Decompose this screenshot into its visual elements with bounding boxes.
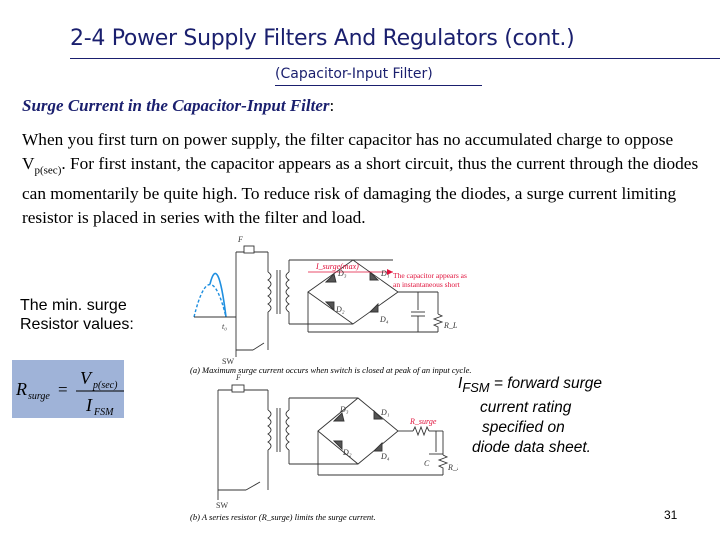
section-heading-colon: : [329, 96, 335, 115]
fuse-b [231, 384, 245, 393]
ifsm-note: IFSM = forward surge current rating spec… [458, 374, 602, 458]
transformer-primary-b [267, 409, 272, 451]
slide-subtitle: (Capacitor-Input Filter) [275, 66, 433, 82]
body-paragraph: When you first turn on power supply, the… [22, 128, 712, 230]
label-f-a: F [237, 235, 243, 244]
label-d2-a: D₂ [335, 305, 345, 314]
switch-a [252, 342, 265, 351]
label-f-b: F [235, 373, 241, 382]
circuit-a-caption: (a) Maximum surge current occurs when sw… [190, 365, 472, 375]
annotation-line2: an instantaneous short [393, 280, 461, 289]
ifsm-line1-rest: = forward surge [489, 375, 602, 392]
transformer-primary-a [267, 271, 272, 313]
ifsm-symbol: I [458, 375, 463, 392]
diode-d3-a [324, 273, 337, 283]
surge-resistor [412, 425, 430, 437]
ifsm-line2: current rating [480, 399, 572, 417]
label-rsurge: R_surge [409, 417, 437, 426]
formula-denominator: I [85, 395, 93, 415]
min-surge-line2: Resistor values: [20, 316, 134, 333]
ifsm-line1: IFSM = forward surge [458, 374, 602, 398]
switch-b [245, 481, 261, 491]
label-d3-b: D₃ [339, 405, 349, 414]
annotation-line1: The capacitor appears as [393, 271, 467, 280]
sine-wave-peak [209, 272, 227, 318]
subtitle-underline [275, 85, 482, 86]
formula-denominator-sub: FSM [93, 407, 114, 418]
label-rl-a: R_L [443, 321, 458, 330]
ifsm-line4: diode data sheet. [472, 439, 591, 457]
diode-d3-b [332, 412, 345, 422]
diode-d1-b [373, 409, 384, 420]
label-d4-b: D₄ [380, 452, 390, 461]
formula-equals: = [58, 380, 68, 399]
circuit-diagram-a: F t₀ SW I_surge(max) D₁ D₂ D₃ D₄ R_L The… [193, 235, 467, 366]
min-surge-label: The min. surge Resistor values: [20, 296, 134, 334]
load-resistor-a [432, 313, 444, 332]
label-d4-a: D₄ [379, 315, 389, 324]
label-d3-a: D₃ [337, 269, 347, 278]
label-d2-b: D₂ [342, 448, 352, 457]
label-sw-a: SW [222, 357, 234, 366]
surge-formula: R surge = V p(sec) I FSM [12, 360, 124, 418]
label-t0-a: t₀ [222, 322, 227, 331]
circuit-diagram-b: F SW D₁ D₂ D₃ D₄ R_surge C R_L [216, 373, 458, 510]
diode-d2-a [324, 301, 335, 312]
surge-formula-graphic: R surge = V p(sec) I FSM [15, 368, 124, 418]
ifsm-line3: specified on [482, 419, 565, 437]
page-number: 31 [664, 508, 678, 522]
diode-d2-b [332, 440, 343, 451]
label-d1-a: D₁ [380, 269, 390, 278]
formula-numerator-sub: p(sec) [92, 380, 118, 391]
label-sw-b: SW [216, 501, 228, 510]
paragraph-part1: When you first turn on power supply, the… [22, 130, 674, 173]
label-isurge-a: I_surge(max) [315, 262, 359, 271]
load-resistor-b [437, 454, 449, 475]
transformer-secondary-a [285, 271, 290, 313]
section-heading: Surge Current in the Capacitor-Input Fil… [22, 96, 334, 116]
label-d1-b: D₁ [380, 408, 390, 417]
sine-wave-dashed [193, 283, 227, 318]
formula-numerator: V [80, 368, 93, 388]
formula-lhs: R [15, 379, 27, 399]
paragraph-part2: . For first instant, the capacitor appea… [22, 154, 699, 228]
fuse-a [243, 245, 255, 254]
ifsm-subscript: FSM [462, 380, 490, 396]
label-c-b: C [424, 459, 430, 468]
min-surge-line1: The min. surge [20, 297, 127, 314]
section-heading-text: Surge Current in the Capacitor-Input Fil… [22, 96, 330, 115]
paragraph-subscript: p(sec) [34, 164, 62, 177]
circuit-b-caption: (b) A series resistor (R_surge) limits t… [190, 512, 376, 522]
label-rl-b: R_L [447, 463, 458, 472]
slide-title: 2-4 Power Supply Filters And Regulators … [70, 26, 575, 51]
formula-lhs-sub: surge [28, 391, 50, 402]
title-underline [70, 58, 720, 59]
diode-d1-a [369, 270, 380, 281]
transformer-secondary-b [285, 409, 290, 451]
diode-d4-a [368, 302, 379, 313]
diode-d4-b [372, 441, 383, 452]
